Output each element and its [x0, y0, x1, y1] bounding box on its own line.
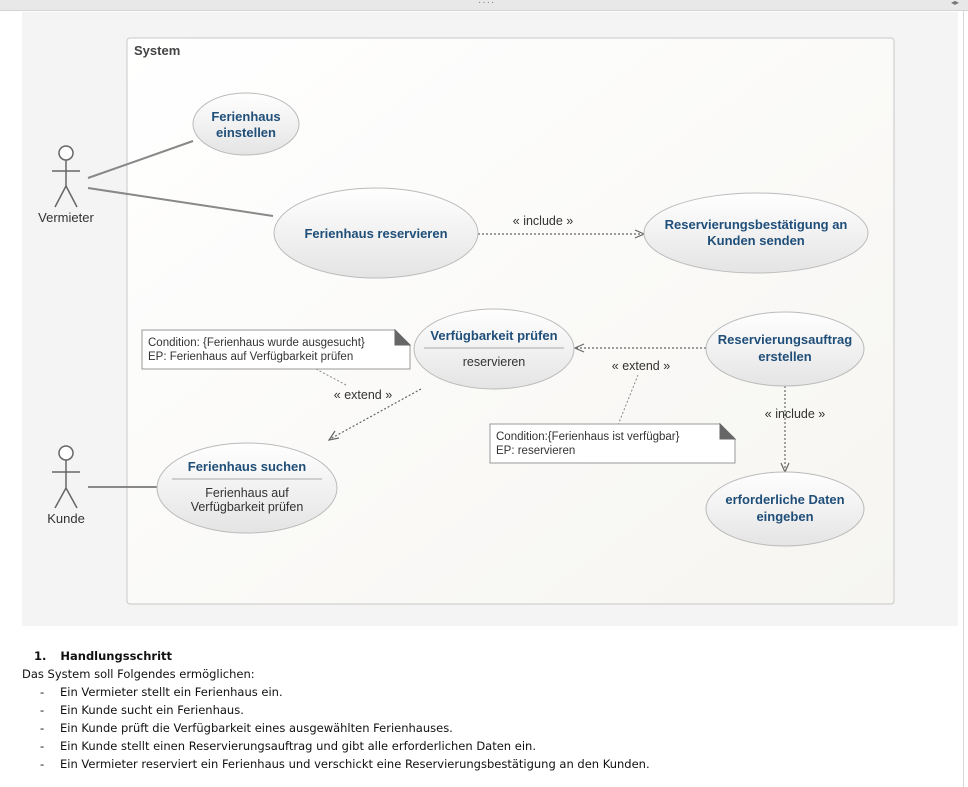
resize-grip-icon[interactable]: ···· — [478, 0, 496, 8]
actor-vermieter-label: Vermieter — [38, 210, 94, 225]
section-heading: 1. Handlungsschritt — [34, 647, 952, 665]
association-vermieter-reservieren — [87, 187, 274, 217]
text-section: 1. Handlungsschritt Das System soll Folge… — [22, 647, 952, 773]
actor-kunde-label: Kunde — [47, 511, 85, 526]
usecase-suchen-title: Ferienhaus suchen — [188, 459, 307, 474]
usecase-bestaetigung-line1: Reservierungsbestätigung an — [665, 217, 848, 232]
usecase-reservierungsauftrag[interactable]: Reservierungsauftrag erstellen — [705, 311, 865, 387]
usecase-daten-line1: erforderliche Daten — [725, 492, 844, 507]
list-item-text: Ein Vermieter stellt ein Ferienhaus ein. — [60, 685, 283, 699]
note1-anchor — [315, 368, 347, 386]
list-item-text: Ein Kunde prüft die Verfügbarkeit eines … — [60, 721, 453, 735]
requirement-list: -Ein Vermieter stellt ein Ferienhaus ein… — [22, 683, 952, 773]
usecase-daten-line2: eingeben — [756, 509, 813, 524]
list-item: -Ein Kunde prüft die Verfügbarkeit eines… — [40, 721, 453, 735]
note1-line2: EP: Ferienhaus auf Verfügbarkeit prüfen — [148, 351, 353, 363]
usecase-reservieren-label: Ferienhaus reservieren — [304, 226, 447, 241]
usecase-auftrag-line1: Reservierungsauftrag — [718, 332, 852, 347]
usecase-ferienhaus-suchen[interactable]: Ferienhaus suchen Ferienhaus auf Verfügb… — [156, 442, 338, 534]
window-top-bar: ···· ◂▸ — [0, 0, 968, 11]
note1-line1: Condition: {Ferienhaus wurde ausgesucht} — [148, 337, 365, 349]
usecase-reservierungsbestaetigung[interactable]: Reservierungsbestätigung an Kunden sende… — [643, 192, 869, 274]
note-condition-2[interactable] — [489, 422, 737, 464]
extend-verfuegbarkeit-suchen — [329, 388, 422, 440]
note-condition-1[interactable] — [141, 328, 412, 370]
usecase-ferienhaus-einstellen[interactable]: Ferienhaus einstellen — [192, 92, 300, 156]
scroll-arrows-icon[interactable]: ◂▸ — [951, 0, 960, 7]
usecase-ferienhaus-reservieren[interactable]: Ferienhaus reservieren — [273, 187, 479, 279]
usecase-einstellen-line2: einstellen — [216, 125, 276, 140]
usecase-suchen-ep-line2: Verfügbarkeit prüfen — [191, 500, 304, 514]
list-item: -Ein Kunde sucht ein Ferienhaus. — [40, 703, 244, 717]
list-item-text: Ein Vermieter reserviert ein Ferienhaus … — [60, 757, 650, 771]
window-right-border — [963, 11, 964, 787]
list-item-text: Ein Kunde sucht ein Ferienhaus. — [60, 703, 244, 717]
note2-line2: EP: reservieren — [496, 445, 575, 457]
actor-kunde[interactable] — [52, 445, 80, 509]
list-item-text: Ein Kunde stellt einen Reservierungsauft… — [60, 739, 536, 753]
note2-anchor — [617, 374, 639, 426]
actor-vermieter[interactable] — [52, 145, 80, 208]
extend-label-2: « extend » — [612, 359, 670, 373]
usecase-verfuegbarkeit-ep: reservieren — [463, 355, 526, 369]
extend-arrowhead-2 — [573, 343, 585, 353]
extend-arrowhead-1 — [327, 430, 340, 441]
note2-line1: Condition:{Ferienhaus ist verfügbar} — [496, 431, 680, 443]
list-item: -Ein Vermieter stellt ein Ferienhaus ein… — [40, 685, 283, 699]
usecase-auftrag-line2: erstellen — [758, 349, 812, 364]
usecase-bestaetigung-line2: Kunden senden — [707, 233, 805, 248]
system-label: System — [134, 43, 180, 58]
usecase-verfuegbarkeit-pruefen[interactable]: Verfügbarkeit prüfen reservieren — [413, 308, 575, 390]
list-item: -Ein Vermieter reserviert ein Ferienhaus… — [40, 757, 650, 771]
heading-title: Handlungsschritt — [60, 649, 173, 663]
use-case-diagram: System Vermieter Kunde « include » « ext… — [38, 37, 895, 605]
include-label-2: « include » — [765, 407, 826, 421]
heading-number: 1. — [34, 649, 47, 663]
list-item: -Ein Kunde stellt einen Reservierungsauf… — [40, 739, 536, 753]
usecase-verfuegbarkeit-title: Verfügbarkeit prüfen — [430, 328, 557, 343]
usecase-suchen-ep-line1: Ferienhaus auf — [205, 486, 289, 500]
include-label-1: « include » — [513, 214, 574, 228]
association-vermieter-einstellen — [87, 140, 194, 179]
usecase-einstellen-line1: Ferienhaus — [211, 109, 280, 124]
extend-label-1: « extend » — [334, 388, 392, 402]
usecase-daten-eingeben[interactable]: erforderliche Daten eingeben — [705, 471, 865, 547]
section-intro: Das System soll Folgendes ermöglichen: — [22, 667, 255, 681]
